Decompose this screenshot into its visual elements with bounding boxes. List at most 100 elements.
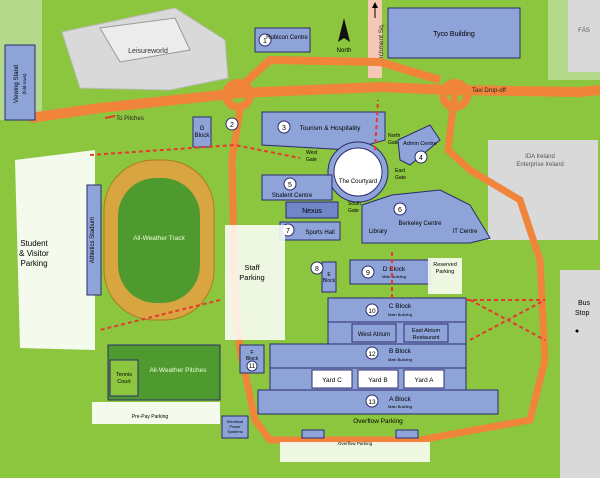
a-block-number-badge: [365, 394, 379, 408]
d-block-label: D Block: [383, 266, 406, 273]
electrical-label-2: Power: [229, 424, 241, 429]
student-parking-label-3: Parking: [20, 259, 47, 268]
tennis-court: [109, 359, 139, 397]
b-block-number-badge: [365, 346, 379, 360]
bus-stop-icon: [575, 329, 579, 333]
arrow-up-icon-head: [372, 2, 378, 8]
viewing-stand-label: Viewing Stand: [14, 65, 20, 103]
c-block-sublabel: Main Building: [388, 312, 412, 317]
bus-stop-area: [560, 270, 600, 478]
b-block-sublabel: Main Building: [388, 357, 412, 362]
admin-number-badge: [414, 150, 428, 164]
leisureworld-building: [99, 17, 191, 63]
c-block: [327, 297, 467, 323]
rubicon-label: Rubicon Centre: [266, 35, 308, 41]
f-block-number-badge: [246, 360, 258, 372]
a-block-sublabel: Main Building: [388, 404, 412, 409]
tennis-label-2: Court: [117, 379, 131, 385]
yard-c: [311, 369, 353, 389]
south-gate-label-2: Gate: [348, 208, 359, 214]
tourism-label: Tourism & Hospitality: [300, 125, 361, 132]
tyco-building: [387, 7, 521, 59]
staff-parking-label-2: Parking: [239, 273, 264, 282]
d-block-number-badge: [361, 265, 375, 279]
overflow-parking-area: [280, 442, 430, 462]
ida-label-1: IDA Ireland: [525, 154, 555, 160]
g-block-label-2: Block: [195, 133, 211, 139]
east-gate-label-1: East: [395, 168, 406, 174]
electrical-label-1: Electrical: [227, 419, 243, 424]
yard-b: [357, 369, 399, 389]
roundabout-east: [439, 79, 471, 111]
c-block-number-badge: [365, 303, 379, 317]
athletics-label: Athletics Stadium: [90, 217, 96, 263]
north-arrow-icon: [338, 18, 350, 42]
tyco-label: Tyco Building: [433, 31, 475, 38]
f-block-number: 11: [249, 364, 256, 370]
e-block-label-2: Block: [323, 278, 336, 284]
student-centre-building: [261, 174, 333, 201]
tourism-number: 3: [282, 125, 286, 132]
courtyard: [333, 147, 383, 197]
leisureworld-label: Leisureworld: [128, 48, 168, 55]
east-atrium-label-2: Restaurant: [413, 335, 440, 341]
rubicon-number-badge: [258, 33, 272, 47]
overflow-parking-label: Overflow Parking: [353, 418, 403, 425]
student-parking-label-1: Student: [20, 239, 48, 248]
prepay-parking-area: [92, 402, 220, 424]
a-block-label: A Block: [389, 396, 411, 403]
main-road: [29, 81, 600, 123]
overflow-parking-label-2: Overflow Parking: [338, 441, 373, 446]
viewing-stand: [4, 44, 36, 121]
north-gate-label-1: North: [388, 133, 400, 139]
west-atrium: [351, 323, 397, 343]
rubicon-number: 1: [263, 38, 267, 45]
north-road: [232, 55, 442, 95]
reserved-parking-area: [428, 258, 462, 294]
student-parking-area: [15, 150, 95, 350]
student-parking-label-2: & Visitor: [19, 249, 49, 258]
g-block: [192, 116, 212, 148]
to-pitches-label: To Pitches: [116, 116, 144, 122]
electrical-building: [221, 415, 249, 439]
sports-hall-number: 7: [286, 228, 290, 235]
berkeley-label: Berkeley Centre: [398, 221, 442, 227]
west-atrium-label: West Atrium: [358, 332, 390, 338]
prepay-label: Pre-Pay Parking: [132, 414, 169, 420]
berkeley-number-badge: [393, 202, 407, 216]
tennis-label-1: Tennis: [116, 372, 132, 378]
nexus-building: [285, 201, 339, 219]
yard-b-label: Yard B: [368, 377, 387, 384]
staff-parking-area: [225, 225, 285, 340]
fas-area: [568, 0, 600, 72]
g-block-label-1: G: [200, 126, 205, 132]
f-block-label-1: F: [250, 350, 253, 356]
courtyard-label: The Courtyard: [339, 179, 377, 185]
b-block-number: 12: [368, 351, 376, 358]
parchment-label: Parchment Sq.: [378, 23, 385, 66]
athletics-stand: [86, 184, 102, 296]
track-label: All-Weather Track: [133, 235, 185, 242]
a-block-number: 13: [368, 399, 376, 406]
c-block-label: C Block: [389, 303, 412, 310]
walking-paths: [89, 99, 546, 341]
small-building: [395, 429, 419, 439]
berkeley-number: 6: [398, 207, 402, 214]
student-centre-number-badge: [283, 177, 297, 191]
admin-number: 4: [419, 155, 423, 162]
yard-c-label: Yard C: [322, 377, 342, 384]
to-pitches-arrow: [104, 115, 116, 119]
small-building: [301, 429, 325, 439]
west-gate-label-2: Gate: [306, 157, 317, 163]
tourism-number-badge: [277, 120, 291, 134]
b-block-label: B Block: [389, 348, 412, 355]
e-block-number-badge: [310, 261, 324, 275]
west-gate-label-1: West: [306, 150, 318, 156]
g-block-number: 2: [230, 122, 234, 129]
nexus-label: Nexus: [302, 208, 322, 215]
admin-label: Admin Centre: [403, 141, 437, 147]
student-centre-number: 5: [288, 182, 292, 189]
taxi-label: Taxi Drop-off: [472, 88, 506, 94]
